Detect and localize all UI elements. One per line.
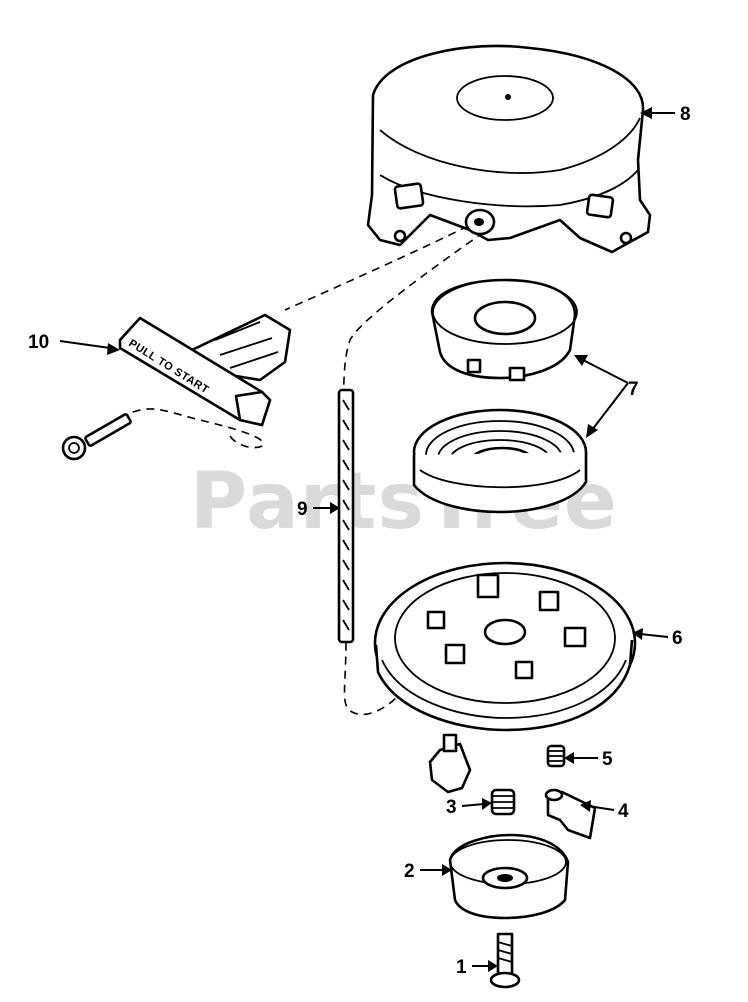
leader-arrows: [59, 107, 675, 972]
starter-rope: [337, 388, 355, 644]
brake-spring: [428, 733, 472, 794]
callout-9: 9: [297, 499, 308, 520]
callout-1: 1: [456, 957, 467, 978]
spring-cup: [430, 278, 578, 382]
rope-path-dashed: [284, 225, 469, 311]
callout-5: 5: [602, 749, 613, 770]
callout-3: 3: [446, 797, 457, 818]
pawl-retainer: [448, 833, 570, 920]
retainer-spring: [490, 788, 516, 816]
callout-10: 10: [28, 332, 49, 353]
callout-4: 4: [618, 801, 629, 822]
recoil-spring: [412, 408, 588, 514]
starter-handle: PULL TO START: [118, 313, 292, 427]
starter-pawl: [544, 788, 597, 840]
callout-7: 7: [628, 379, 639, 400]
retainer-screw: [489, 932, 521, 989]
rope-pulley: [373, 561, 637, 732]
callout-8: 8: [680, 104, 691, 125]
callout-2: 2: [404, 861, 415, 882]
callout-6: 6: [672, 628, 683, 649]
handle-rope-dashed: [119, 408, 264, 449]
pawl-spring: [546, 744, 566, 768]
handle-screw: [61, 413, 132, 461]
starter-housing: [366, 44, 652, 254]
